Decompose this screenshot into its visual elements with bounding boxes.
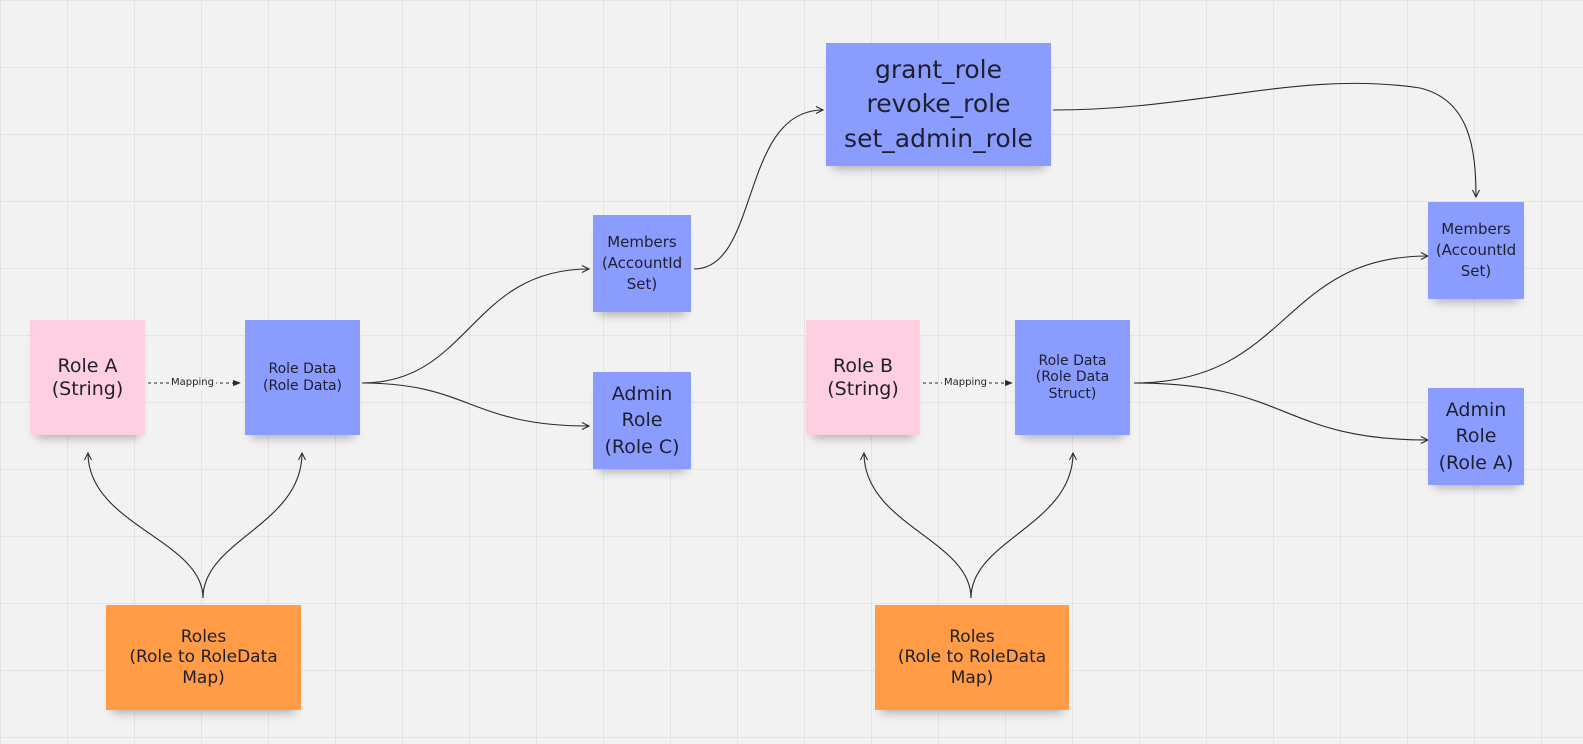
role-a-sticky[interactable]: Role A (String) [30, 320, 145, 435]
edge-role-data-b-to-members-b[interactable] [1133, 256, 1428, 384]
role-data-b-line-2: (Role Data [1035, 369, 1110, 386]
edge-role-data-b-to-admin-role-b[interactable] [1133, 382, 1428, 440]
members-a-line-2: (AccountId [601, 254, 683, 272]
edge-roles-map-b-to-role-data-b[interactable] [970, 453, 1073, 599]
admin-role-b-line-2: Role [1455, 425, 1497, 448]
members-a-line-1: Members [607, 233, 677, 251]
role-b-line-1: Role B [832, 354, 893, 377]
edge-functions-to-members-b[interactable] [1052, 82, 1476, 197]
members-b-line-3: Set) [1460, 262, 1492, 280]
members-a-sticky[interactable]: Members (AccountId Set) [593, 215, 691, 312]
role-data-b-line-1: Role Data [1038, 353, 1107, 370]
members-b-line-1: Members [1441, 220, 1511, 238]
roles-map-a-line-3: Map) [182, 667, 225, 688]
roles-map-a-line-2: (Role to RoleData [129, 647, 278, 668]
edge-roles-map-a-to-role-a[interactable] [88, 453, 204, 599]
edge-roles-map-b-to-role-b[interactable] [864, 453, 972, 599]
role-b-sticky[interactable]: Role B (String) [806, 320, 920, 435]
role-a-line-2: (String) [51, 377, 124, 400]
roles-map-a-line-1: Roles [180, 626, 227, 647]
roles-map-b-sticky[interactable]: Roles (Role to RoleData Map) [875, 605, 1069, 710]
admin-role-a-line-3: (Role C) [604, 435, 680, 458]
functions-line-2: revoke_role [866, 89, 1011, 119]
admin-role-b-line-1: Admin [1445, 398, 1507, 421]
edge-roles-map-a-to-role-data-a[interactable] [202, 453, 302, 599]
admin-role-a-line-2: Role [621, 409, 663, 432]
functions-line-1: grant_role [875, 54, 1002, 84]
admin-role-a-sticky[interactable]: Admin Role (Role C) [593, 372, 691, 469]
roles-map-a-sticky[interactable]: Roles (Role to RoleData Map) [106, 605, 301, 710]
admin-role-b-line-3: (Role A) [1438, 451, 1514, 474]
roles-map-b-line-2: (Role to RoleData [897, 647, 1047, 668]
edge-role-data-a-to-members-a[interactable] [361, 269, 589, 384]
functions-line-3: set_admin_role [844, 123, 1033, 153]
members-a-line-3: Set) [626, 275, 658, 293]
members-b-line-2: (AccountId [1435, 241, 1517, 259]
members-b-sticky[interactable]: Members (AccountId Set) [1428, 202, 1524, 299]
roles-map-b-line-1: Roles [949, 626, 995, 647]
role-functions-sticky[interactable]: grant_role revoke_role set_admin_role [826, 43, 1051, 166]
role-data-a-sticky[interactable]: Role Data (Role Data) [245, 320, 360, 435]
admin-role-b-sticky[interactable]: Admin Role (Role A) [1428, 388, 1524, 485]
role-data-b-line-3: Struct) [1048, 385, 1097, 402]
admin-role-a-line-1: Admin [611, 382, 673, 405]
role-data-a-line-2: (Role Data) [263, 377, 342, 394]
role-b-line-2: (String) [827, 377, 899, 400]
mapping-label-a: Mapping [169, 377, 216, 389]
edge-members-a-to-functions[interactable] [693, 110, 823, 270]
role-data-b-sticky[interactable]: Role Data (Role Data Struct) [1015, 320, 1130, 435]
role-a-line-1: Role A [57, 354, 118, 377]
edge-role-data-a-to-admin-role-a[interactable] [361, 382, 589, 426]
mapping-label-b: Mapping [942, 377, 989, 389]
roles-map-b-line-3: Map) [950, 667, 994, 688]
role-data-a-line-1: Role Data [268, 361, 337, 378]
